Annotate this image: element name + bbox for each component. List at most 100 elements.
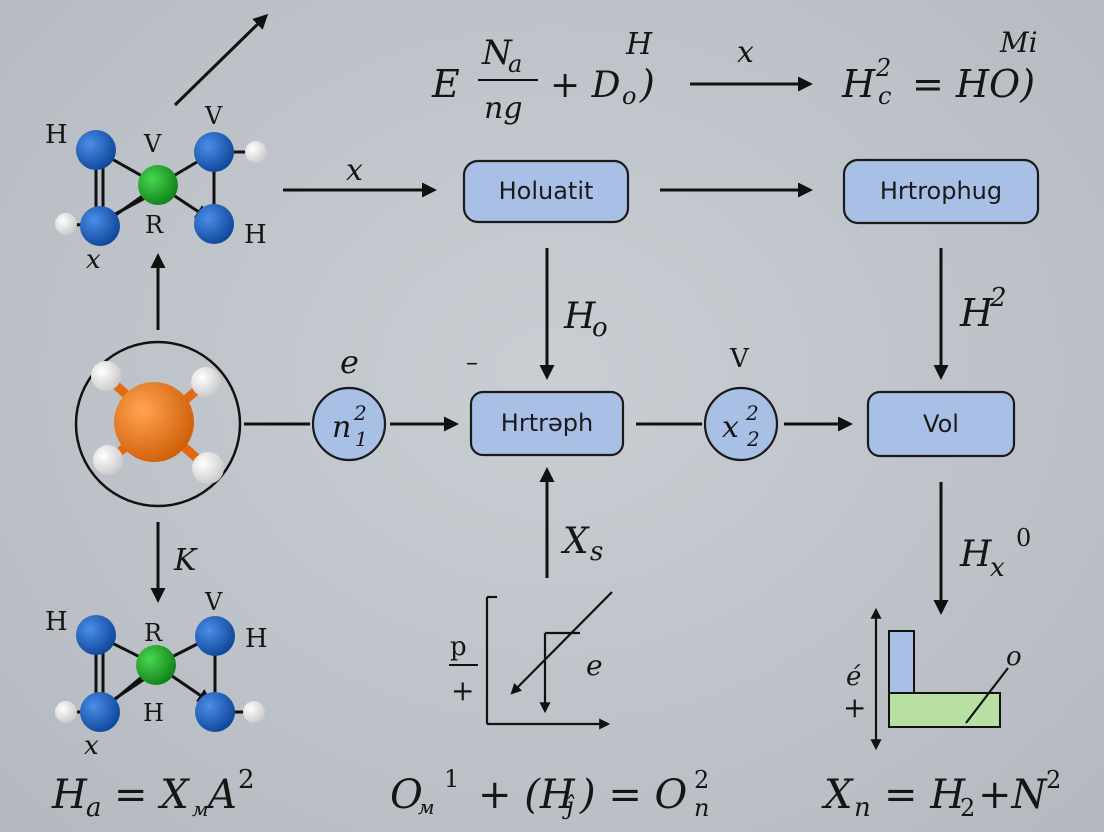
eq-br-sub: n [854, 793, 871, 823]
plot-right-e: é [846, 662, 861, 692]
node-n-sub: 1 [355, 427, 368, 451]
label-hx-sup: 0 [1016, 524, 1031, 552]
plot-right-leader [965, 667, 1009, 724]
node-x-sub: 2 [746, 427, 760, 451]
atom-blue [76, 615, 116, 655]
molecule-bottom-x: x [84, 731, 99, 761]
plot-left-plus: + [451, 674, 474, 707]
eq-top-right-mi: Mi [999, 26, 1038, 59]
eq-top-num: N [481, 33, 513, 73]
atom-blue [80, 206, 120, 246]
atom-white [245, 141, 267, 163]
eq-bm-sup2: 2 [694, 766, 709, 794]
node-x-main: x [722, 410, 739, 445]
molecule-bottom-h1: H [45, 607, 68, 637]
node-vol[interactable]: Vol [866, 390, 1016, 458]
label-v: V [729, 344, 750, 374]
node-hrtrophug-label: Hrtrophug [880, 177, 1002, 205]
eq-bm-sub: м [418, 795, 435, 819]
eq-br-rest: = H [884, 772, 966, 818]
eq-top-right-sup: 2 [875, 54, 891, 82]
node-holuatit-label: Holuatit [499, 177, 594, 205]
label-e: e [340, 343, 359, 381]
node-n[interactable]: n 2 1 [311, 386, 387, 462]
eq-bl-h: H [51, 772, 88, 818]
node-hrtraph[interactable]: Hrtrəph [469, 390, 625, 457]
molecule-bottom-r: R [144, 619, 163, 647]
eq-top-right-sub: c [878, 82, 891, 110]
atom-white [192, 452, 224, 484]
node-x[interactable]: x 2 2 [703, 386, 779, 462]
eq-top-num-sub: a [508, 50, 522, 78]
plot-right-bar-blue [888, 630, 915, 694]
label-xs-main: X [560, 521, 590, 562]
eq-bl-a: A [204, 772, 237, 818]
atom-blue [194, 204, 234, 244]
label-hx-sub: x [990, 553, 1005, 583]
molecule-bottom-v: V [204, 588, 223, 616]
node-vol-label: Vol [923, 410, 959, 438]
plot-right-o: o [1006, 642, 1022, 672]
molecule-top-h1: H [45, 120, 68, 150]
label-x-arrow: x [346, 153, 363, 188]
eq-top-arrow-label: x [737, 35, 754, 70]
plot-right: o é + [843, 607, 1022, 751]
atom-green [136, 645, 176, 685]
atom-green [138, 165, 178, 205]
eq-top-sup-h: H [625, 27, 653, 62]
eq-bl-sub2: м [192, 797, 209, 821]
bottom-equation-middle: O м 1 + (H ĵ ) = O 2 n [390, 765, 709, 822]
molecule-bottom-h2: H [245, 624, 268, 654]
label-ho-main: H [563, 296, 596, 337]
label-hx-main: H [959, 534, 992, 575]
atom-white [243, 701, 265, 723]
eq-bl-rest: = X [114, 772, 190, 818]
bottom-equation-left: H a = X м A 2 [51, 765, 255, 823]
node-hrtrophug[interactable]: Hrtrophug [842, 158, 1040, 225]
eq-bl-sub: a [86, 793, 102, 823]
molecule-top-r: R [145, 211, 164, 239]
label-ho-sub: o [592, 313, 608, 343]
plot-left-p: p [450, 632, 467, 662]
molecule-top-v2: V [204, 102, 223, 130]
eq-br-sup: 2 [1046, 766, 1061, 794]
eq-br-sub2: 2 [960, 794, 975, 822]
plot-left: p + e [449, 591, 613, 730]
bottom-equation-right: X n = H 2 +N 2 [821, 766, 1061, 823]
node-holuatit[interactable]: Holuatit [462, 159, 630, 224]
top-equation: E N a ng + D o ) H x H 2 c = HO) Mi [431, 26, 1038, 126]
atom-blue [195, 692, 235, 732]
eq-bm-rest: + (H [478, 772, 576, 818]
eq-top-plus-d: + D [550, 65, 621, 106]
molecule-top: H V V R H x [45, 13, 269, 275]
plot-left-diag [510, 591, 613, 695]
eq-top-d-sub: o [622, 82, 636, 110]
molecule-orange [74, 340, 242, 508]
plot-right-plus: + [843, 691, 866, 724]
atom-blue [195, 616, 235, 656]
eq-top-right-h: H [841, 62, 876, 106]
eq-br-x: X [821, 772, 854, 818]
node-x-sup: 2 [745, 401, 759, 425]
molecule-bottom-h3: H [143, 699, 164, 727]
eq-bm-rest2: ) = O [579, 772, 687, 818]
node-hrtraph-label: Hrtrəph [501, 409, 593, 437]
atom-blue [76, 130, 116, 170]
node-n-sup: 2 [353, 401, 367, 425]
plot-left-e: e [586, 649, 603, 682]
label-dash: – [466, 348, 478, 376]
eq-bm-sub2: ĵ [562, 792, 575, 820]
atom-white [91, 361, 121, 391]
atom-orange [114, 382, 194, 462]
eq-bl-sup: 2 [238, 765, 255, 795]
eq-bm-sup: 1 [444, 765, 459, 793]
eq-top-e: E [431, 62, 460, 106]
label-xs-sub: s [590, 537, 603, 567]
atom-white [55, 213, 77, 235]
eq-top-right-rest: = HO) [912, 62, 1035, 106]
atom-white [191, 367, 221, 397]
molecule-top-x: x [86, 245, 101, 275]
plot-right-bar-green [888, 692, 1001, 728]
label-h2-sup: 2 [989, 283, 1007, 313]
